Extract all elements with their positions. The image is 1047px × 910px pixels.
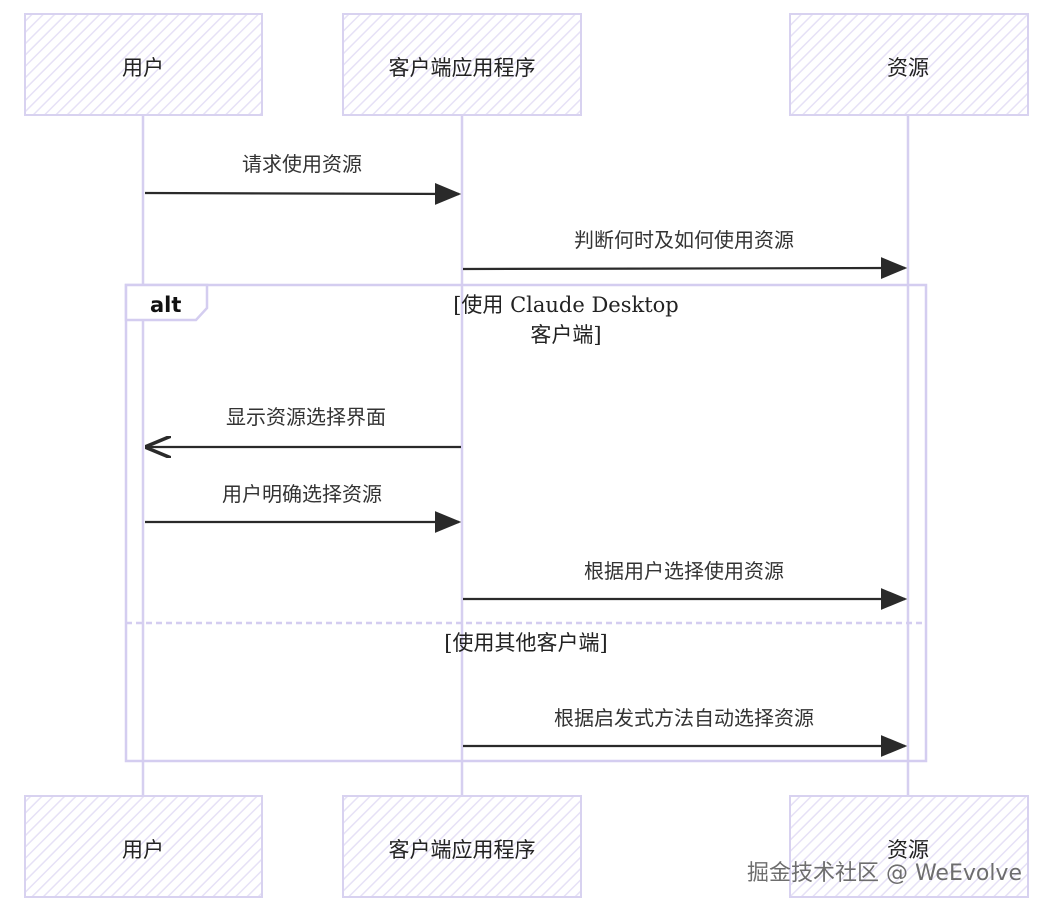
- message-1-arrow: [144, 182, 462, 205]
- message-1-label: 请求使用资源: [242, 152, 362, 176]
- message-5-label: 根据用户选择使用资源: [584, 559, 784, 583]
- message-6: 根据启发式方法自动选择资源: [463, 706, 908, 757]
- actor-client-bottom: 客户端应用程序: [342, 795, 582, 898]
- message-3: 显示资源选择界面: [147, 405, 461, 447]
- actor-user-bottom-label: 用户: [122, 838, 164, 862]
- message-1: 请求使用资源: [144, 152, 462, 205]
- alt-guard-1-line-2: 客户端]: [530, 323, 601, 347]
- alt-guard-2: [使用其他客户端]: [444, 631, 607, 655]
- message-2-label: 判断何时及如何使用资源: [574, 228, 794, 252]
- actor-client-top-label: 客户端应用程序: [389, 56, 536, 80]
- message-6-label: 根据启发式方法自动选择资源: [554, 706, 814, 730]
- actor-resource-top: 资源: [789, 13, 1029, 116]
- message-5: 根据用户选择使用资源: [463, 559, 908, 610]
- message-2: 判断何时及如何使用资源: [462, 228, 908, 280]
- message-2-arrow: [462, 257, 908, 280]
- actor-user-top-label: 用户: [122, 56, 164, 80]
- alt-frame: alt [使用 Claude Desktop 客户端] [使用其他客户端]: [124, 283, 928, 763]
- alt-operator-tab: [124, 283, 209, 322]
- actor-resource-top-label: 资源: [887, 56, 929, 80]
- watermark-text: 掘金技术社区 @ WeEvolve: [747, 861, 1022, 886]
- alt-guard-1-line-1: [使用 Claude Desktop: [453, 293, 679, 317]
- actor-user-top: 用户: [24, 13, 263, 116]
- actor-resource-bottom-label: 资源: [887, 838, 929, 862]
- actor-client-top: 客户端应用程序: [342, 13, 582, 116]
- actor-client-bottom-label: 客户端应用程序: [389, 838, 536, 862]
- message-3-label: 显示资源选择界面: [226, 405, 386, 429]
- message-4: 用户明确选择资源: [145, 482, 462, 533]
- actor-resource-bottom: 资源: [789, 795, 1029, 898]
- alt-operator-label: alt: [150, 293, 181, 317]
- actor-user-bottom: 用户: [24, 795, 263, 898]
- message-4-label: 用户明确选择资源: [222, 482, 382, 506]
